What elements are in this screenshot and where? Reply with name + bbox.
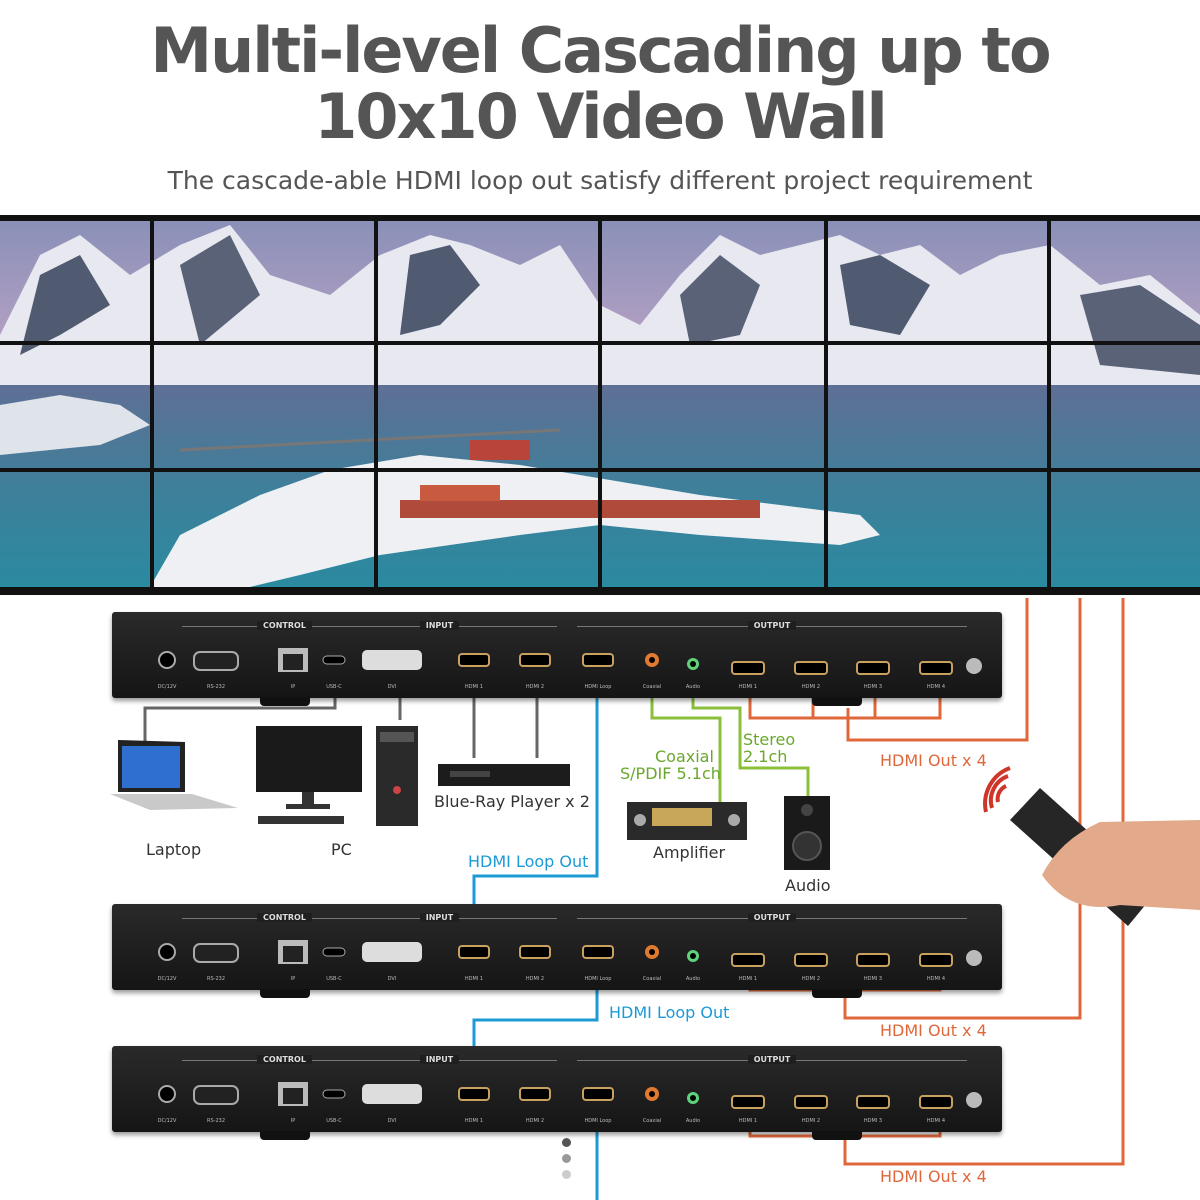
laptop-icon (110, 740, 238, 810)
hdmi-out-label-1: HDMI Out x 4 (880, 751, 987, 770)
switcher-device-3: CONTROL INPUT OUTPUT (112, 1046, 1002, 1140)
video-wall-image (0, 215, 1200, 595)
switcher-device-1: CONTROL INPUT OUTPUT (112, 612, 1002, 706)
hdmi-out-label-2: HDMI Out x 4 (880, 1021, 987, 1040)
island (150, 455, 880, 587)
hand-icon (1042, 820, 1200, 910)
hdmi-loop-label-1: HDMI Loop Out (468, 852, 589, 871)
spdif-label: S/PDIF 5.1ch (620, 764, 721, 783)
device-ports (158, 648, 983, 1109)
port-labels-device-3: DC/12V RS-232 IP USB-C DVI HDMI 1 HDMI 2… (157, 1118, 946, 1124)
subtitle: The cascade-able HDMI loop out satisfy d… (167, 166, 1033, 195)
bluray-player-icon (438, 764, 570, 786)
stereo-label: Stereo (743, 730, 796, 749)
title-line-2: 10x10 Video Wall (314, 80, 887, 153)
amplifier-label: Amplifier (653, 843, 726, 862)
title-line-1: Multi-level Cascading up to (150, 14, 1051, 87)
continuation-dots (562, 1138, 572, 1179)
page-title: Multi-level Cascading up to 10x10 Video … (0, 18, 1200, 150)
audio-label: Audio (785, 876, 831, 895)
hdmi-out-label-3: HDMI Out x 4 (880, 1167, 987, 1186)
monitor-icon (256, 726, 362, 824)
amplifier-icon (627, 802, 747, 840)
pc-label: PC (331, 840, 352, 859)
laptop-label: Laptop (146, 840, 202, 859)
section-input: INPUT (322, 621, 557, 636)
port-labels-device-1: DC/12V RS-232 IP USB-C DVI HDMI 1 HDMI 2… (157, 684, 946, 690)
bluray-label: Blue-Ray Player x 2 (434, 792, 590, 811)
peripheral-icons (110, 726, 1200, 926)
hdmi-loop-label-2: HDMI Loop Out (609, 1003, 730, 1022)
port-labels-device-2: DC/12V RS-232 IP USB-C DVI HDMI 1 HDMI 2… (157, 976, 946, 982)
section-output: OUTPUT (577, 621, 967, 636)
speaker-icon (784, 796, 830, 870)
coaxial-label: Coaxial (655, 747, 714, 766)
pc-tower-icon (376, 726, 418, 826)
stereo-ch-label: 2.1ch (743, 747, 788, 766)
section-control: CONTROL (182, 621, 387, 636)
switcher-device-2: CONTROL INPUT OUTPUT (112, 904, 1002, 998)
